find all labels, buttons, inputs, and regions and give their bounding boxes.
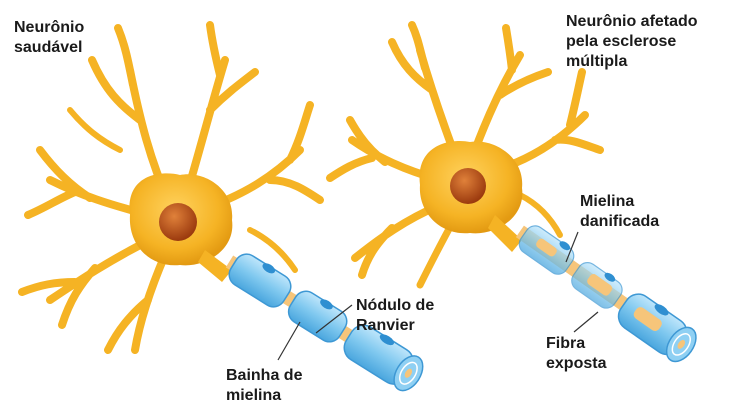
healthy-neuron-title: Neurônio saudável <box>14 18 84 58</box>
exposed-fiber-label: Fibra exposta <box>546 334 606 374</box>
affected-title-line: múltipla <box>566 52 698 72</box>
node-of-ranvier-label: Nódulo de Ranvier <box>356 296 434 336</box>
exposed-label-line: Fibra <box>546 334 606 354</box>
affected-title-line: Neurônio afetado <box>566 12 698 32</box>
healthy-title-line: Neurônio <box>14 18 84 38</box>
damaged-label-line: danificada <box>580 212 659 232</box>
damaged-myelin-label: Mielina danificada <box>580 192 659 232</box>
exposed-pointer <box>574 312 598 332</box>
node-label-line: Ranvier <box>356 316 434 336</box>
damaged-label-line: Mielina <box>580 192 659 212</box>
sheath-pointer <box>278 322 300 360</box>
affected-neuron-title: Neurônio afetado pela esclerose múltipla <box>566 12 698 72</box>
healthy-nucleus <box>159 203 197 241</box>
sheath-label-line: mielina <box>226 386 302 406</box>
myelin-sheath-label: Bainha de mielina <box>226 366 302 406</box>
healthy-title-line: saudável <box>14 38 84 58</box>
affected-nucleus <box>450 168 486 204</box>
healthy-neuron <box>22 25 430 396</box>
node-label-line: Nódulo de <box>356 296 434 316</box>
sheath-label-line: Bainha de <box>226 366 302 386</box>
affected-title-line: pela esclerose <box>566 32 698 52</box>
exposed-label-line: exposta <box>546 354 606 374</box>
